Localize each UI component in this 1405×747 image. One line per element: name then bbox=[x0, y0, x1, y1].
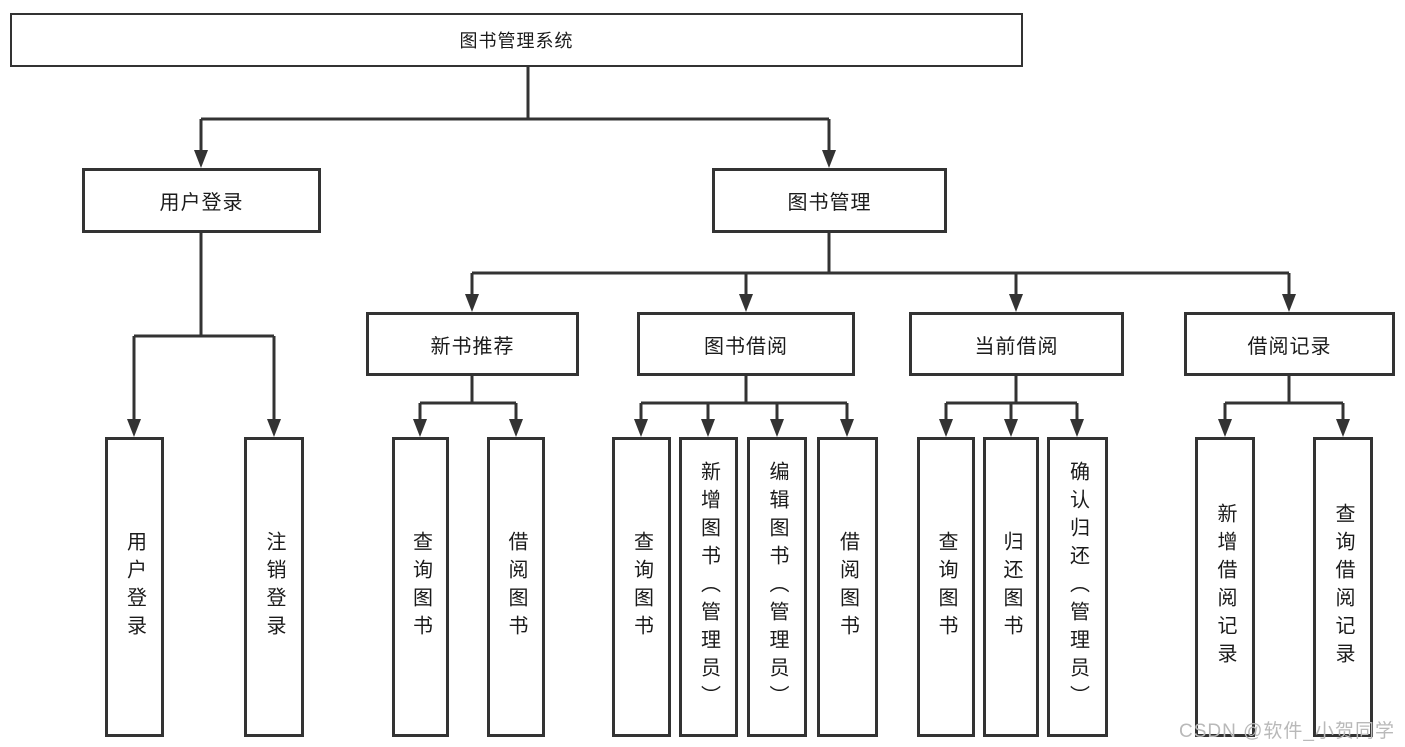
leaf-query-borrow-record-label: 查询借阅记录 bbox=[1332, 503, 1354, 671]
node-new-book-recommend-label: 新书推荐 bbox=[430, 335, 515, 358]
node-book-management: 图书管理 bbox=[712, 168, 947, 233]
node-current-borrowing-label: 当前借阅 bbox=[974, 335, 1059, 358]
node-borrowing-records-label: 借阅记录 bbox=[1247, 335, 1332, 358]
connector-book-borrowing-children bbox=[634, 376, 854, 437]
connector-user-login-children bbox=[127, 233, 281, 437]
leaf-add-books-admin: 新增图书（管理员） bbox=[679, 437, 738, 737]
leaf-confirm-return-admin: 确认归还（管理员） bbox=[1047, 437, 1108, 737]
leaf-query-books-recommend: 查询图书 bbox=[392, 437, 449, 737]
connector-current-borrowing-children bbox=[939, 376, 1084, 437]
leaf-query-books-recommend-label: 查询图书 bbox=[409, 531, 432, 643]
leaf-add-borrow-record-label: 新增借阅记录 bbox=[1214, 503, 1236, 671]
leaf-borrow-books-recommend-label: 借阅图书 bbox=[505, 531, 527, 643]
leaf-return-books-label: 归还图书 bbox=[1000, 531, 1022, 643]
leaf-query-books-current: 查询图书 bbox=[917, 437, 975, 737]
node-root: 图书管理系统 bbox=[10, 13, 1023, 67]
node-new-book-recommend: 新书推荐 bbox=[366, 312, 579, 376]
leaf-add-books-admin-label: 新增图书（管理员） bbox=[697, 461, 720, 713]
connector-book-management-children bbox=[465, 233, 1296, 312]
node-root-label: 图书管理系统 bbox=[459, 31, 574, 51]
node-borrowing-records: 借阅记录 bbox=[1184, 312, 1395, 376]
leaf-query-books-borrowing-label: 查询图书 bbox=[630, 531, 653, 643]
node-user-login: 用户登录 bbox=[82, 168, 321, 233]
node-book-borrowing: 图书借阅 bbox=[637, 312, 855, 376]
leaf-query-borrow-record: 查询借阅记录 bbox=[1313, 437, 1373, 737]
node-user-login-label: 用户登录 bbox=[159, 192, 244, 214]
leaf-return-books: 归还图书 bbox=[983, 437, 1039, 737]
leaf-borrow-books-borrowing-label: 借阅图书 bbox=[836, 531, 859, 643]
leaf-query-books-current-label: 查询图书 bbox=[935, 531, 957, 643]
leaf-borrow-books-recommend: 借阅图书 bbox=[487, 437, 545, 737]
leaf-logout: 注销登录 bbox=[244, 437, 304, 737]
node-book-borrowing-label: 图书借阅 bbox=[704, 335, 788, 358]
connector-new-book-children bbox=[413, 376, 523, 437]
node-current-borrowing: 当前借阅 bbox=[909, 312, 1124, 376]
leaf-edit-books-admin-label: 编辑图书（管理员） bbox=[766, 461, 788, 713]
leaf-borrow-books-borrowing: 借阅图书 bbox=[817, 437, 878, 737]
node-book-management-label: 图书管理 bbox=[787, 192, 872, 214]
leaf-edit-books-admin: 编辑图书（管理员） bbox=[747, 437, 807, 737]
leaf-confirm-return-admin-label: 确认归还（管理员） bbox=[1066, 461, 1089, 713]
leaf-query-books-borrowing: 查询图书 bbox=[612, 437, 671, 737]
leaf-user-login: 用户登录 bbox=[105, 437, 164, 737]
watermark: CSDN @软件_小贺同学 bbox=[1179, 721, 1395, 742]
connector-borrowing-records-children bbox=[1218, 376, 1350, 437]
leaf-logout-label: 注销登录 bbox=[263, 531, 285, 643]
leaf-user-login-label: 用户登录 bbox=[123, 531, 146, 643]
leaf-add-borrow-record: 新增借阅记录 bbox=[1195, 437, 1255, 737]
connector-root-to-children bbox=[194, 67, 836, 168]
